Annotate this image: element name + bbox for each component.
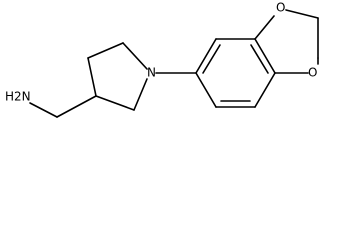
bond-c3-c2 (95, 95, 135, 111)
bond-nh2-ch2 (29, 102, 58, 118)
bond-ar3-ar4-inner (250, 44, 269, 74)
oxygen-top-label: O (276, 1, 285, 15)
bond-ar6-ar1 (195, 72, 217, 108)
bond-o-top-ch2 (285, 9, 319, 19)
bond-c4-c3 (87, 57, 97, 97)
bond-n1-c5 (122, 42, 148, 70)
bonds (29, 9, 319, 118)
atom-labels: H2N N O O (5, 1, 317, 104)
bond-ar1-ar2-inner (202, 44, 221, 74)
bond-ar3-o-top (254, 15, 275, 40)
bond-ch2-c3 (56, 95, 97, 118)
bond-ar1-ar2 (195, 38, 217, 74)
ring-nitrogen-label: N (147, 66, 156, 80)
oxygen-bottom-label: O (308, 66, 317, 80)
bond-ar4-ar5 (254, 72, 276, 108)
bond-c2-n1 (133, 78, 148, 111)
molecule-diagram: H2N N O O (5, 1, 319, 118)
amine-label: H2N (5, 90, 31, 104)
bond-ar3-ar4 (254, 38, 276, 74)
bond-c5-c4 (87, 42, 124, 59)
